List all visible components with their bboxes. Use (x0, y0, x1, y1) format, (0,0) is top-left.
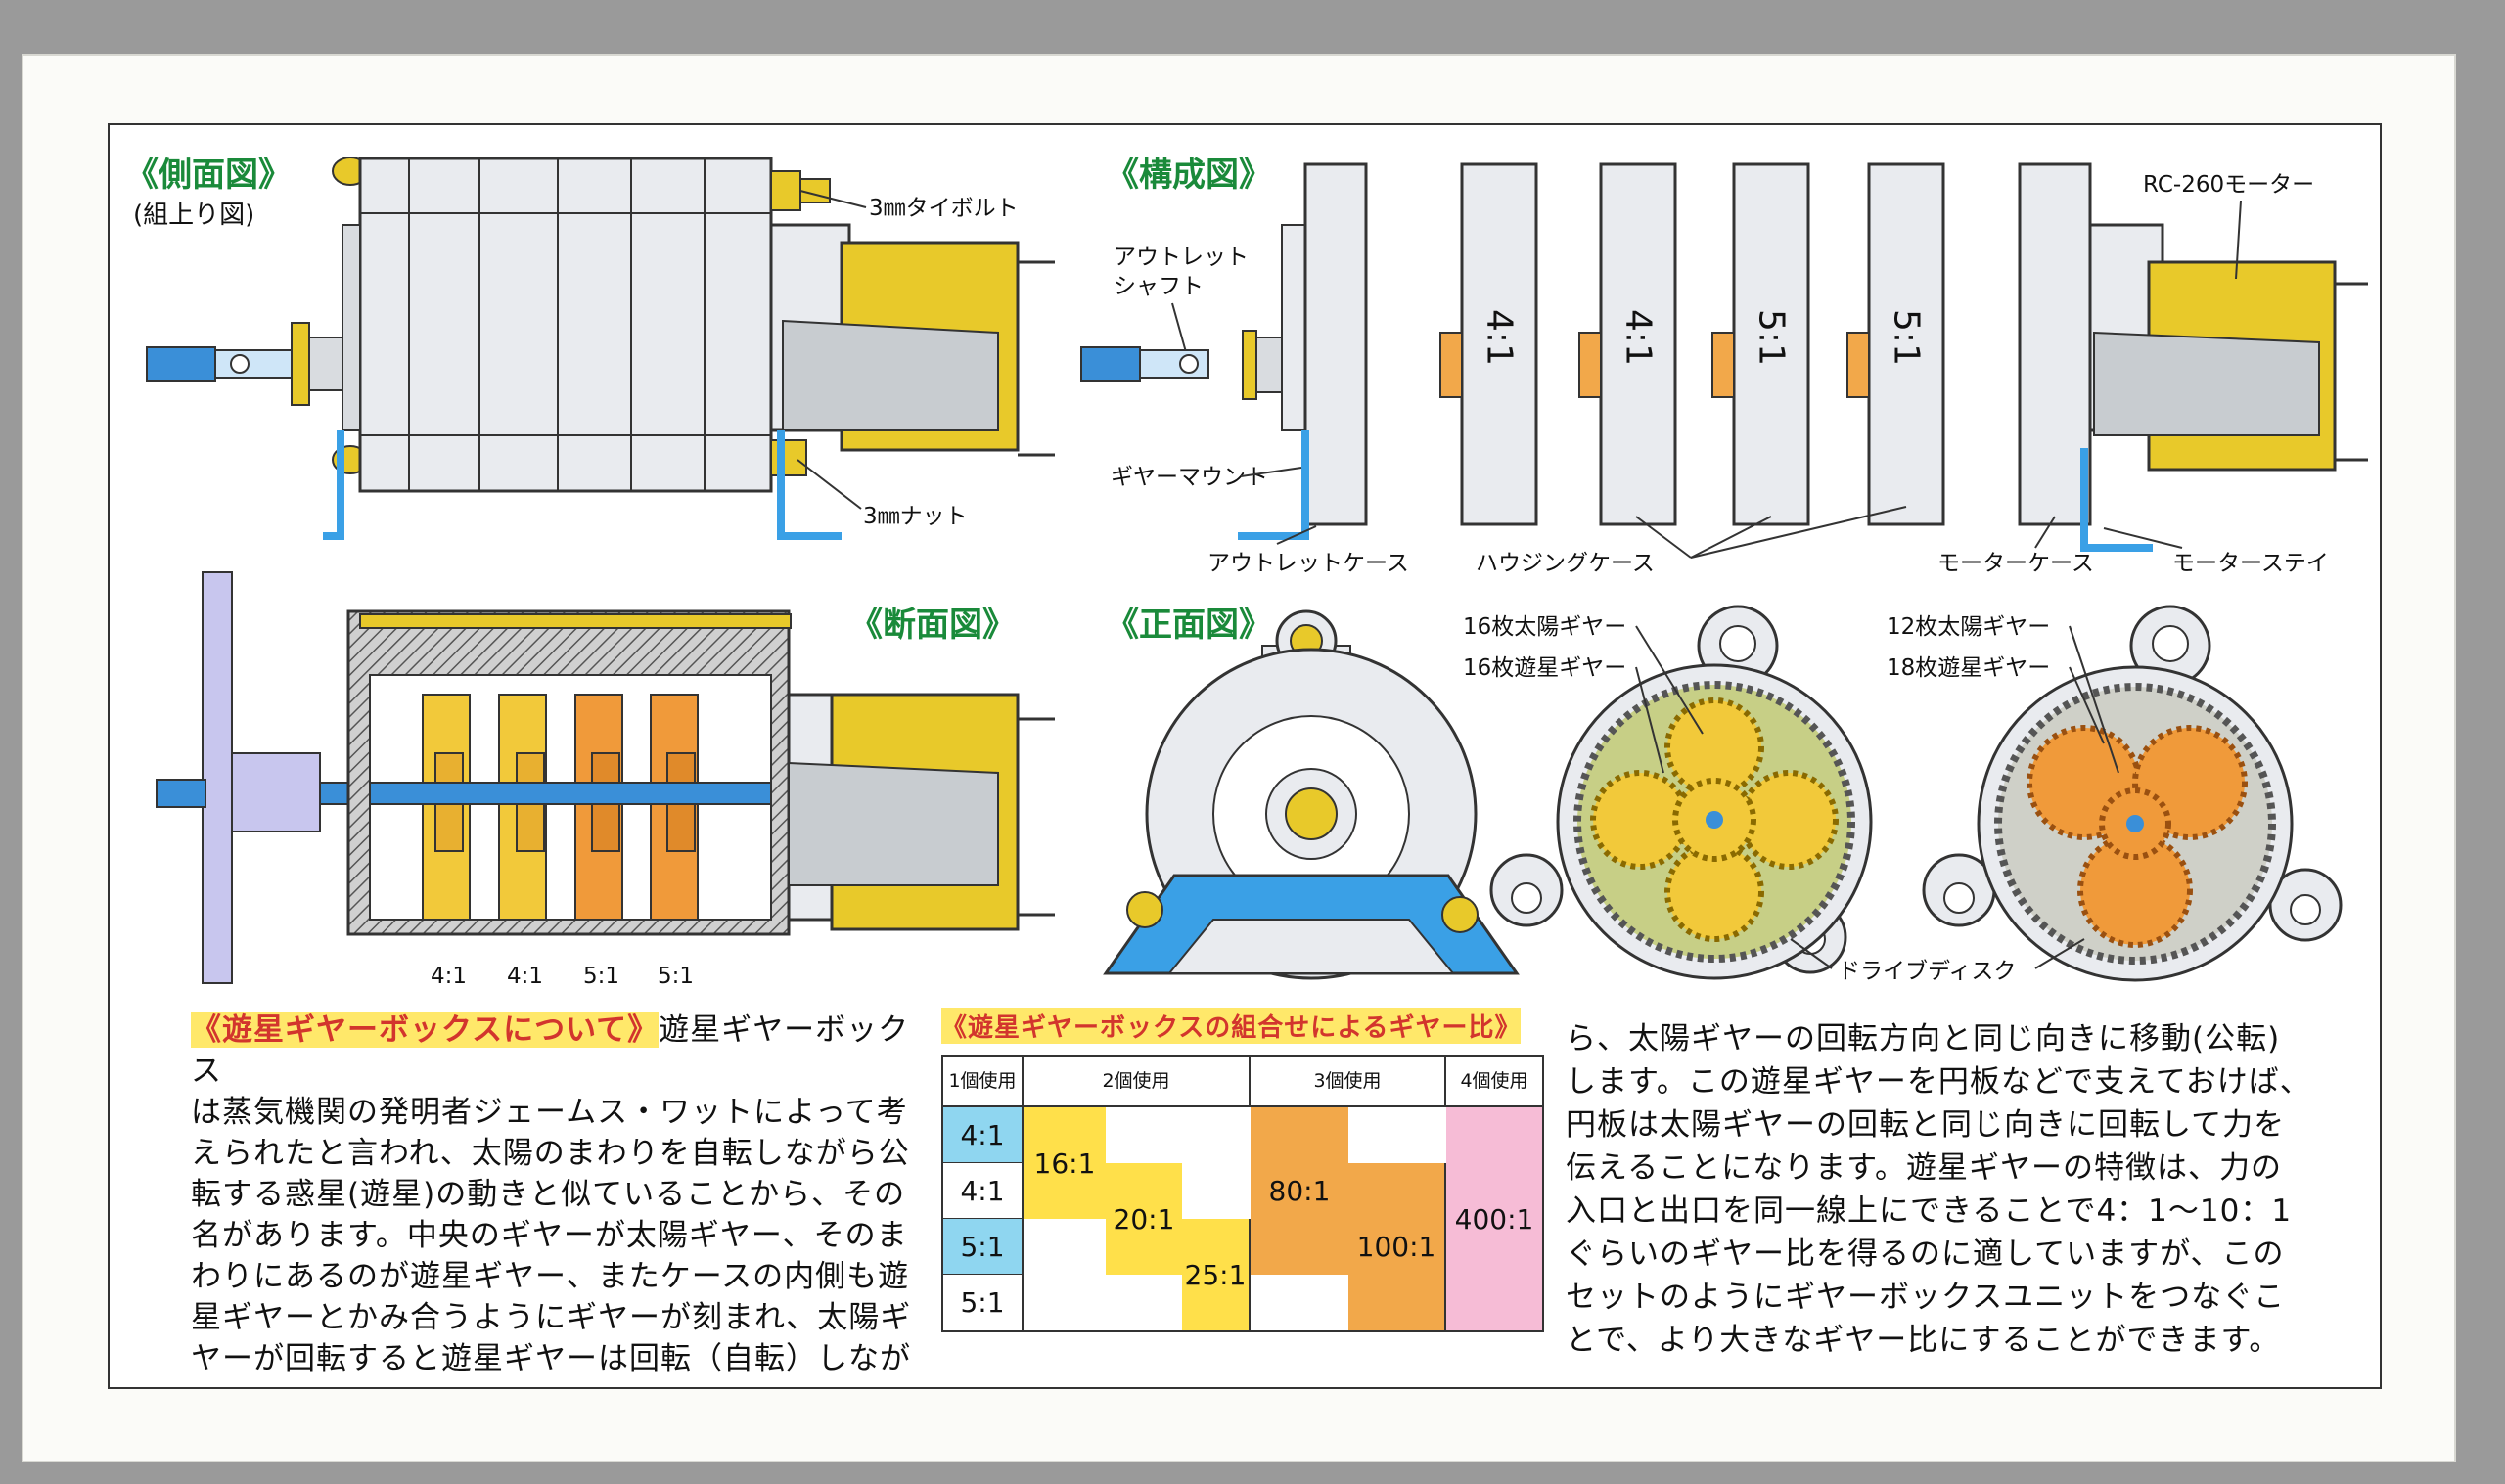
about-heading: 《遊星ギヤーボックスについて》 (191, 1012, 660, 1048)
single-4: 5:1 (943, 1275, 1024, 1330)
outlet-shaft-label-1: アウトレット (1114, 245, 1249, 270)
outlet-shaft-label-2: シャフト (1114, 274, 1204, 299)
section-view-title: 《断面図》 (849, 606, 1016, 645)
section-ratio-3: 5:1 (583, 964, 619, 989)
ratio-table-title: 《遊星ギヤーボックスの組合せによるギヤー比》 (941, 1008, 1522, 1044)
side-view: 《側面図》 (組上り図) 3㎜タイボル (125, 156, 1055, 540)
three-2: 100:1 (1348, 1163, 1446, 1330)
right-text: ら、太陽ギヤーの回転方向と同じ向きに移動(公転) します。この遊星ギヤーを円板な… (1566, 1017, 2329, 1362)
housing-ratio-1: 4:1 (1480, 309, 1520, 366)
right-line-1: します。この遊星ギヤーを円板などで支えておけば、 (1566, 1064, 2311, 1100)
motor-case-label: モーターケース (1937, 551, 2094, 576)
nut-label: 3㎜ナット (863, 504, 968, 529)
about-line-3: 転する惑星(遊星)の動きと似ていることから、その (191, 1177, 906, 1212)
ratio-table: 1個使用 2個使用 3個使用 4個使用 4:1 4:1 5:1 5:1 16:1… (941, 1055, 1544, 1332)
about-line-0: 遊星ギヤーボックス (191, 1012, 910, 1089)
section-ratio-4: 5:1 (658, 964, 694, 989)
config-view-title: 《構成図》 (1106, 156, 1272, 195)
gear-mount-label: ギヤーマウント (1111, 465, 1268, 490)
about-text: 《遊星ギヤーボックスについて》遊星ギヤーボックス は蒸気機関の発明者ジェームス・… (191, 1010, 934, 1379)
housing-units: 4:1 4:1 5:1 5:1 (1439, 162, 1945, 526)
two-2: 20:1 (1106, 1163, 1182, 1275)
motor-stay-label: モーターステイ (2172, 551, 2329, 576)
four-1: 400:1 (1446, 1107, 1542, 1330)
right-line-3: 伝えることになります。遊星ギヤーの特徴は、力の (1566, 1150, 2282, 1186)
about-line-6: 星ギヤーとかみ合うようにギヤーが刻まれ、太陽ギ (191, 1300, 912, 1335)
three-1: 80:1 (1251, 1107, 1348, 1275)
housing-ratio-4: 5:1 (1887, 309, 1927, 366)
outlet-case-label: アウトレットケース (1207, 551, 1409, 576)
front-view: 《正面図》 16枚太陽ギヤー (1103, 605, 2343, 984)
side-view-subtitle: (組上り図) (133, 201, 254, 230)
sun-gear-12-label: 12枚太陽ギヤー (1887, 614, 2050, 640)
motor-label: RC-260モーター (2143, 172, 2314, 198)
housing-ratio-3: 5:1 (1752, 309, 1792, 366)
single-3: 5:1 (943, 1219, 1024, 1275)
about-line-5: わりにあるのが遊星ギヤー、またケースの内側も遊 (191, 1259, 910, 1294)
right-line-0: ら、太陽ギヤーの回転方向と同じ向きに移動(公転) (1566, 1021, 2281, 1057)
section-ratio-1: 4:1 (431, 964, 467, 989)
header-2: 2個使用 (1024, 1057, 1251, 1107)
about-line-7: ヤーが回転すると遊星ギヤーは回転（自転）しなが (191, 1341, 911, 1376)
housing-case-label: ハウジングケース (1476, 551, 1655, 576)
right-line-2: 円板は太陽ギヤーの回転と同じ向きに回転して力を (1566, 1107, 2286, 1143)
right-line-4: 入口と出口を同一線上にできることで4：1～10：1 (1566, 1193, 2293, 1229)
two-3: 25:1 (1182, 1219, 1251, 1330)
drive-disc-label: ドライブディスク (1838, 959, 2016, 984)
planet-gear-18-label: 18枚遊星ギヤー (1887, 655, 2050, 681)
front-view-title: 《正面図》 (1106, 606, 1272, 645)
housing-ratio-2: 4:1 (1618, 309, 1659, 366)
right-line-6: セットのようにギヤーボックスユニットをつなぐこ (1566, 1280, 2286, 1315)
tie-bolt-label: 3㎜タイボルト (869, 196, 1019, 221)
single-1: 4:1 (943, 1107, 1024, 1163)
side-view-title: 《側面図》 (125, 156, 292, 195)
about-line-4: 名があります。中央のギヤーが太陽ギヤー、そのま (191, 1218, 908, 1253)
gear-set-16-16: 16枚太陽ギヤー 16枚遊星ギヤー (1463, 605, 1873, 980)
header-4: 4個使用 (1446, 1057, 1542, 1107)
about-line-2: えられたと言われ、太陽のまわりを自転しながら公 (191, 1136, 910, 1171)
sun-gear-16-label: 16枚太陽ギヤー (1463, 614, 1626, 640)
gear-set-12-18: 12枚太陽ギヤー 18枚遊星ギヤー ドライブディスク (1790, 605, 2343, 984)
config-view: 《構成図》 アウトレット シャフト ギヤーマウント アウトレットケース 4:1 … (1080, 156, 2368, 576)
about-line-1: は蒸気機関の発明者ジェームス・ワットによって考 (191, 1095, 908, 1130)
single-2: 4:1 (943, 1163, 1024, 1219)
header-1: 1個使用 (943, 1057, 1024, 1107)
right-line-5: ぐらいのギヤー比を得るのに適していますが、この (1566, 1237, 2285, 1272)
section-ratio-2: 4:1 (507, 964, 543, 989)
two-1: 16:1 (1024, 1107, 1106, 1219)
planet-gear-16-label: 16枚遊星ギヤー (1463, 655, 1626, 681)
section-view: 《断面図》 4:1 4:1 5:1 5:1 (156, 571, 1055, 989)
header-3: 3個使用 (1251, 1057, 1446, 1107)
right-line-7: とで、より大きなギヤー比にすることができます。 (1566, 1323, 2281, 1358)
